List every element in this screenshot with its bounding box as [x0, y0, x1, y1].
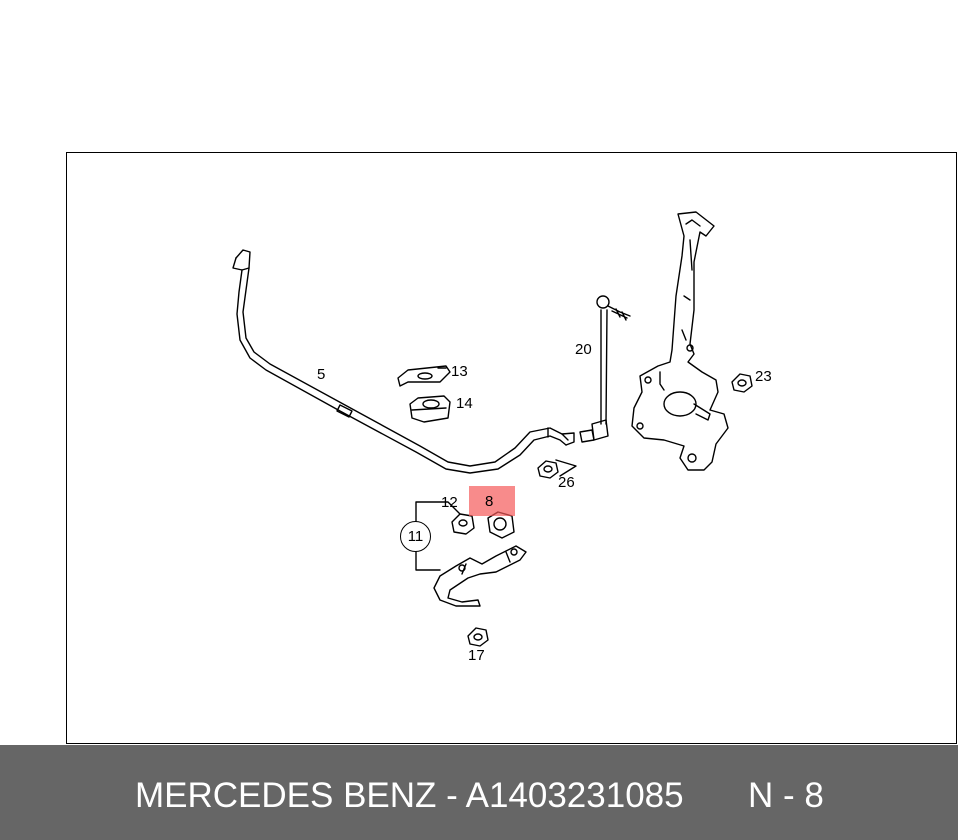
label-part-11: 11 — [400, 521, 431, 552]
highlight-part-8 — [469, 486, 515, 516]
label-part-26: 26 — [558, 474, 575, 491]
footer-position: N - 8 — [748, 776, 824, 815]
nut-23[interactable] — [731, 373, 753, 393]
link-rod-20[interactable] — [579, 295, 631, 443]
label-part-14: 14 — [456, 395, 473, 412]
bracket-13[interactable] — [397, 365, 451, 387]
footer-bar — [0, 745, 958, 840]
label-part-8: 8 — [485, 493, 494, 510]
steering-knuckle[interactable] — [631, 211, 729, 471]
leader-26 — [555, 459, 577, 477]
clamp-bracket[interactable] — [433, 545, 527, 607]
nut-17[interactable] — [467, 627, 489, 647]
nut-26[interactable] — [537, 460, 559, 479]
label-part-23: 23 — [755, 368, 772, 385]
label-part-13: 13 — [451, 363, 468, 380]
mount-14[interactable] — [409, 395, 451, 423]
nut-12[interactable] — [451, 513, 475, 535]
label-part-20: 20 — [575, 341, 592, 358]
label-part-12: 12 — [441, 494, 458, 511]
label-part-17: 17 — [468, 647, 485, 664]
footer-title: MERCEDES BENZ - A1403231085 — [135, 776, 684, 815]
label-part-5: 5 — [317, 366, 326, 383]
stabilizer-bar[interactable] — [232, 249, 575, 474]
diagram-frame — [66, 152, 957, 744]
